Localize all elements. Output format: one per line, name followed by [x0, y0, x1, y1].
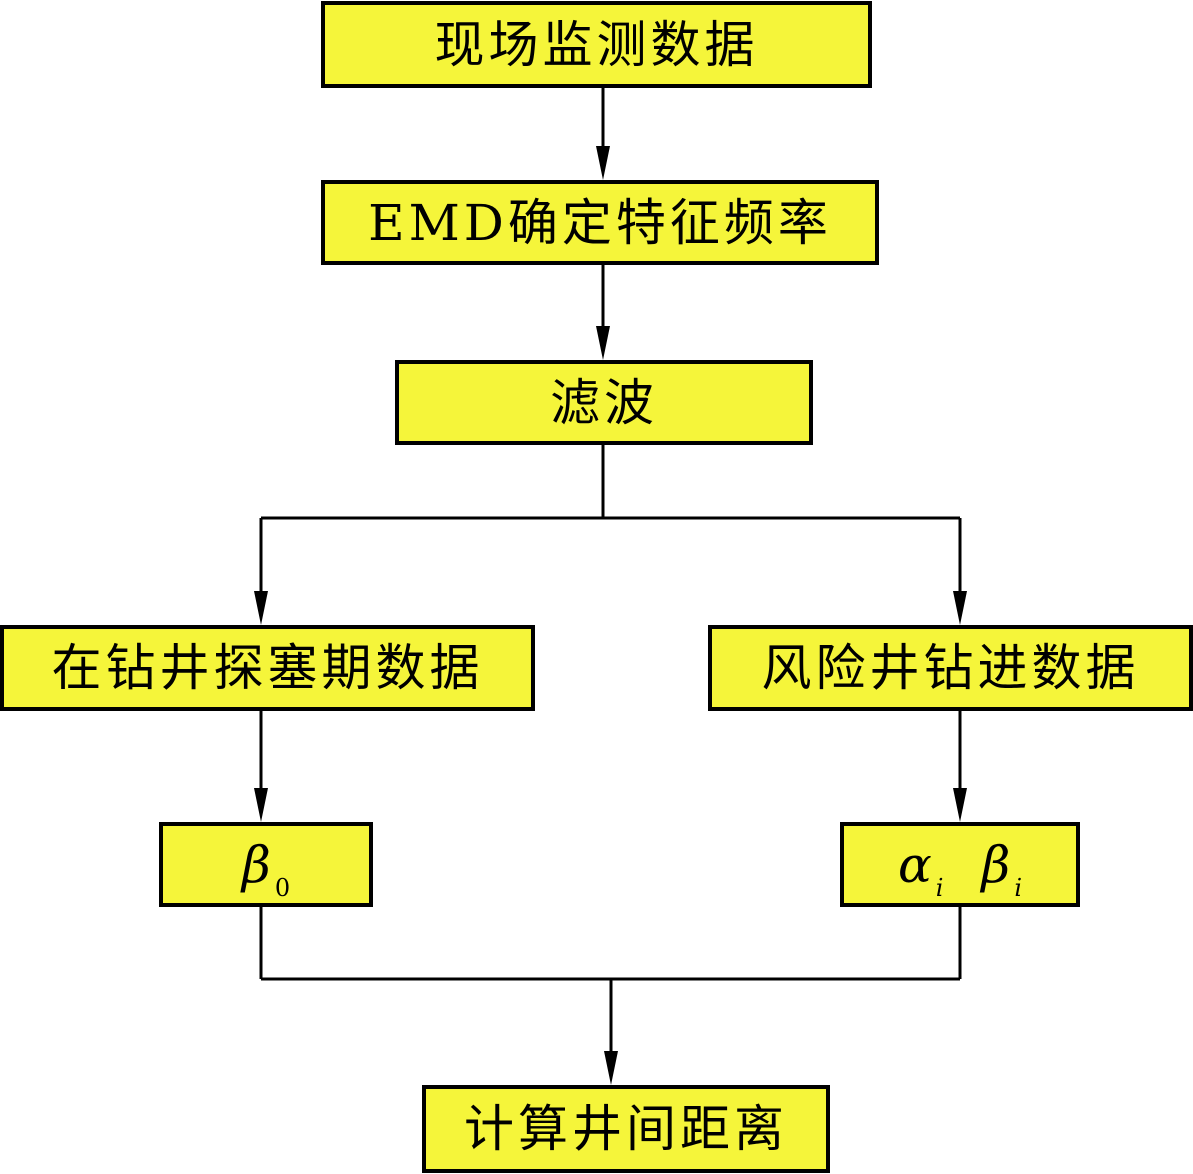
alpha-i-formula: α i [897, 835, 943, 900]
arrow-emd-to-filter [596, 265, 610, 360]
node-filtering: 滤波 [395, 360, 813, 445]
node-beta-0: β 0 [159, 822, 373, 907]
node-emd-characteristic-frequency: EMD确定特征频率 [321, 180, 879, 265]
node-drilling-data: 在钻井探塞期数据 [0, 625, 535, 711]
arrow-field-to-emd [596, 88, 610, 180]
alpha-symbol: α [897, 835, 932, 894]
beta-0-formula: β 0 [241, 835, 290, 900]
node-field-monitoring-data: 现场监测数据 [321, 1, 872, 88]
beta-i-formula: β i [981, 835, 1022, 900]
node-alpha-i-beta-i: α i β i [840, 822, 1080, 907]
beta-subscript: 0 [274, 873, 291, 902]
arrow-drilling-to-beta0 [254, 711, 268, 822]
alpha-subscript: i [935, 873, 944, 902]
node-label: 现场监测数据 [434, 15, 759, 74]
arrow-to-drilling-data [254, 518, 268, 625]
node-label: 计算井间距离 [464, 1100, 788, 1158]
node-calculate-well-distance: 计算井间距离 [422, 1085, 830, 1173]
arrow-merge-to-distance [604, 979, 618, 1085]
node-label: EMD确定特征频率 [368, 193, 832, 252]
beta-symbol: β [981, 835, 1011, 894]
arrow-risk-to-alpha-beta [953, 711, 967, 822]
node-label: 滤波 [550, 373, 658, 432]
arrow-to-risk-data [953, 518, 967, 625]
merge-line [259, 907, 962, 981]
node-label: 在钻井探塞期数据 [51, 639, 484, 697]
beta-symbol: β [241, 835, 271, 894]
beta-subscript: i [1014, 873, 1023, 902]
node-risk-well-drilling-data: 风险井钻进数据 [708, 625, 1193, 711]
branch-split-line [261, 445, 960, 520]
node-label: 风险井钻进数据 [761, 639, 1140, 697]
